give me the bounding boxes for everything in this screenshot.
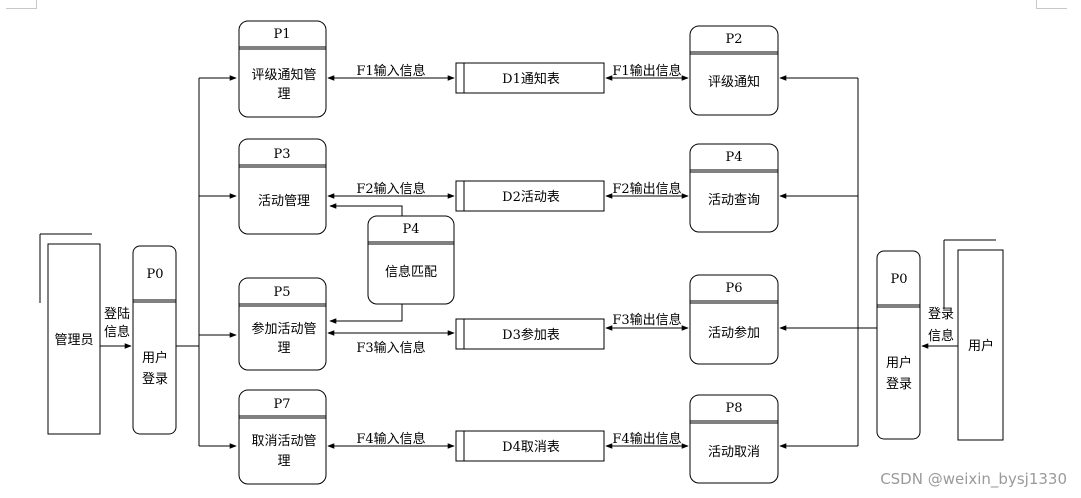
flow-match-to-p3 [329,203,403,216]
corner-mark-top-left [6,0,37,9]
store-d2-label: D2活动表 [502,190,560,205]
store-d1: D1通知表 [455,62,605,94]
process-p4-query-id: P4 [725,150,742,165]
process-p2: P2 评级通知 [689,25,779,116]
entity-admin-label: 管理员 [54,333,93,348]
process-p4-match-id: P4 [402,222,419,237]
process-p2-name: 评级通知 [708,74,760,90]
flow-f1-input: F1输入信息 [356,63,425,79]
process-p7: P7 取消活动管理 [238,389,327,485]
process-p4-match-name: 信息匹配 [385,264,437,280]
entity-user-label: 用户 [968,338,994,354]
process-p3-name: 活动管理 [258,194,310,209]
process-p1: P1 评级通知管理 [238,20,327,118]
process-p3: P3 活动管理 [238,138,327,235]
flow-user-login-label: 登录信息 [928,307,954,344]
flow-f3-output: F3输出信息 [612,312,681,328]
corner-mark-top-right [1036,0,1067,9]
flow-admin-login-label: 登陆信息 [104,306,130,340]
flow-f4-output: F4输出信息 [612,431,681,447]
process-p7-name: 取消活动管理 [251,434,316,469]
process-p2-id: P2 [725,32,742,47]
process-p4-match: P4 信息匹配 [367,215,455,305]
process-p6-name: 活动参加 [708,325,760,341]
process-p4-query: P4 活动查询 [689,143,779,233]
process-p6: P6 活动参加 [689,274,779,365]
process-p1-name: 评级通知管理 [251,67,316,102]
store-d4: D4取消表 [455,430,605,462]
process-login-admin-name: 用户登录 [142,350,168,387]
process-login-user-id: P0 [890,272,907,287]
flow-f2-input: F2输入信息 [356,181,425,197]
process-p3-id: P3 [273,147,290,162]
entity-user: 用户 [943,239,1004,441]
process-p7-id: P7 [273,397,290,412]
process-p6-id: P6 [725,281,742,296]
process-p5-id: P5 [273,285,290,300]
store-d3-label: D3参加表 [502,327,560,343]
process-p8: P8 活动取消 [689,394,779,484]
process-p4-query-name: 活动查询 [708,193,760,208]
process-login-admin: P0 用户登录 [132,245,177,435]
watermark: CSDN @weixin_bysj1330 [880,470,1067,488]
store-d3: D3参加表 [455,318,605,350]
entity-admin: 管理员 [39,233,101,435]
process-login-admin-id: P0 [146,267,163,282]
store-d1-label: D1通知表 [502,71,560,87]
process-p5-name: 参加活动管理 [251,321,316,356]
process-login-user-name: 用户登录 [886,355,912,392]
store-d4-label: D4取消表 [502,440,560,455]
process-p1-id: P1 [273,27,290,42]
flow-f2-output: F2输出信息 [612,181,681,197]
flow-match-to-p5 [329,304,403,324]
flow-f4-input: F4输入信息 [356,431,425,447]
store-d2: D2活动表 [455,180,605,212]
process-login-user: P0 用户登录 [876,250,921,440]
flow-f3-input: F3输入信息 [356,340,425,356]
flow-f1-output: F1输出信息 [612,63,681,79]
process-p5: P5 参加活动管理 [238,277,327,371]
process-p8-name: 活动取消 [708,445,760,460]
process-p8-id: P8 [725,401,742,416]
